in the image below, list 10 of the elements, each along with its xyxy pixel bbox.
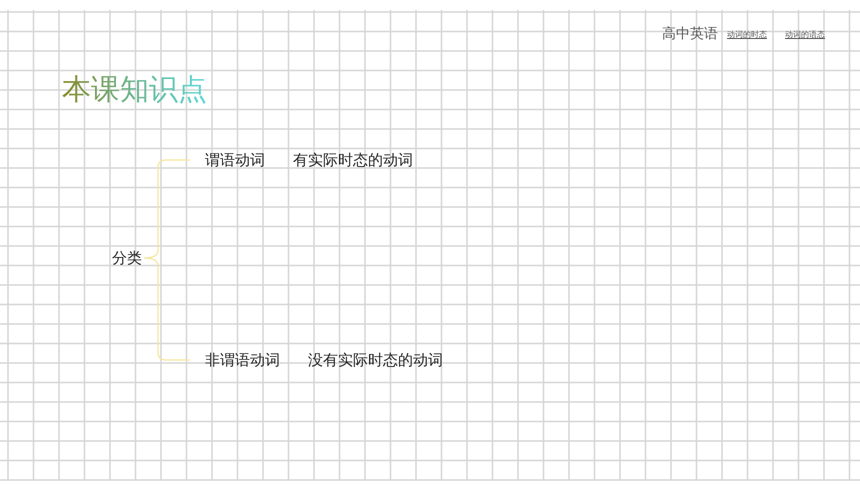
term-text: 谓语动词 — [205, 151, 265, 169]
definition-text: 没有实际时态的动词 — [308, 351, 443, 369]
term-text: 非谓语动词 — [205, 351, 280, 369]
term-text: 分类 — [112, 249, 142, 267]
bracket-line — [144, 257, 190, 361]
bracket-line — [144, 159, 190, 259]
link-text: 动词的时态 — [727, 29, 767, 41]
subject-label: 高中英语 — [662, 25, 718, 43]
definition-text: 有实际时态的动词 — [293, 151, 413, 169]
link-text: 动词的语态 — [785, 29, 825, 41]
